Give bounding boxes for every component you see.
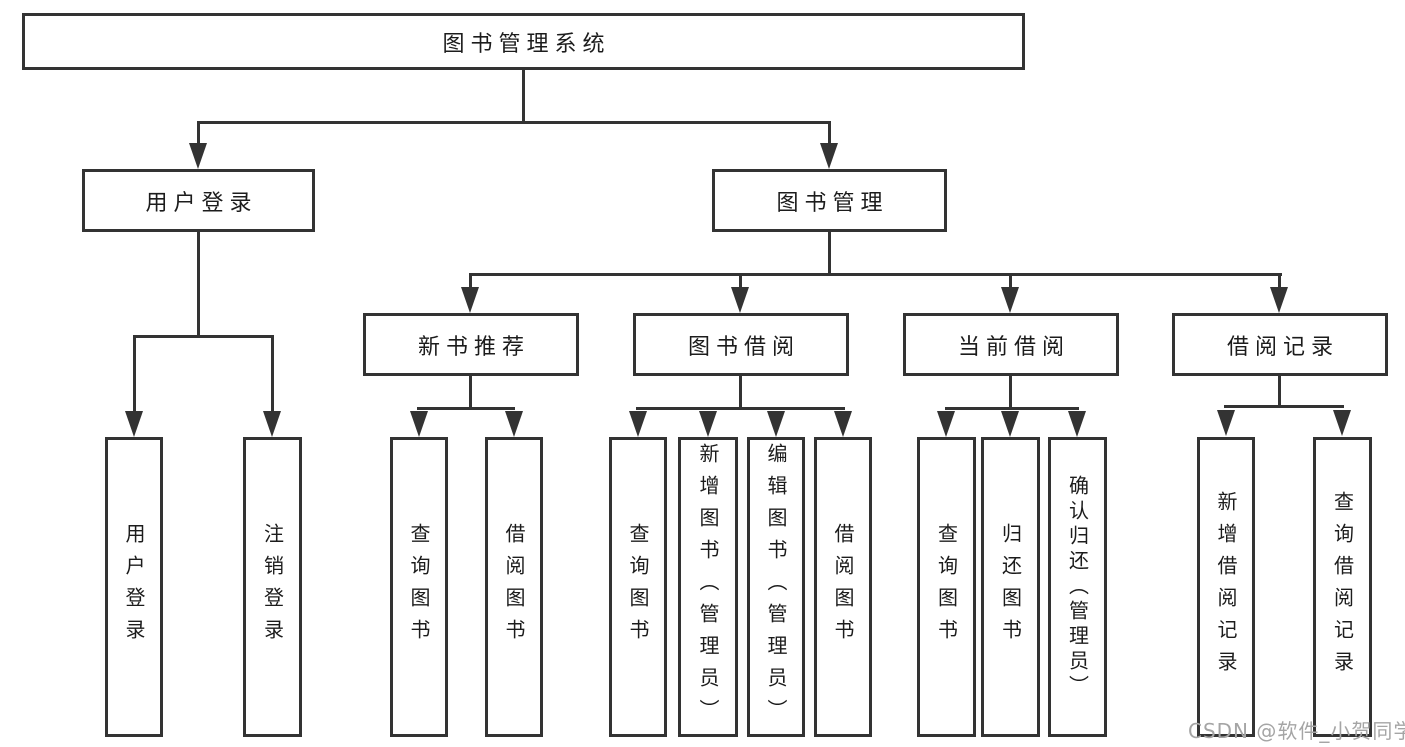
arrow-down [731,287,749,313]
node-label: 借阅图书 [502,523,526,651]
arrow-down [820,143,838,169]
node-label: 查询图书 [407,523,431,651]
node-edit-books-admin: 编辑图书（管理员） [747,437,805,737]
node-add-borrow-record: 新增借阅记录 [1197,437,1255,737]
node-label: 编辑图书（管理员） [764,443,788,731]
arrow-down [1333,410,1351,436]
node-label: 用户登录 [122,523,146,651]
arrow-down [699,411,717,437]
connector-currentborrow-branch [945,407,1079,410]
node-confirm-return-admin: 确认归还（管理员） [1048,437,1107,737]
node-label: 注销登录 [260,523,285,651]
node-label: 当前借阅 [957,334,1070,360]
node-query-books-current: 查询图书 [917,437,976,737]
node-label: 归还图书 [998,523,1023,651]
node-label: 新增图书（管理员） [696,443,720,731]
node-user-login-action: 用户登录 [105,437,163,737]
arrow-down [1001,287,1019,313]
node-label: 查询借阅记录 [1330,491,1355,683]
connector-currentborrow-trunk [1009,376,1012,410]
arrow-down [767,411,785,437]
node-book-management: 图书管理 [712,169,947,232]
connector-stub [1278,273,1281,289]
connector-userlogin-branch [133,335,274,338]
connector-stub [1009,273,1012,289]
node-logout-action: 注销登录 [243,437,302,737]
connector-userlogin-trunk [197,232,200,336]
node-label: 查询图书 [934,523,959,651]
connector-bookborrow-branch [636,407,845,410]
connector-root-trunk [522,70,525,121]
node-add-books-admin: 新增图书（管理员） [678,437,738,737]
node-label: 借阅图书 [831,523,855,651]
node-user-login: 用户登录 [82,169,315,232]
arrow-down [937,411,955,437]
node-label: 图书管理 [776,190,889,216]
arrow-down [263,411,281,437]
node-label: 图书借阅 [687,334,800,360]
connector-bookborrow-trunk [739,376,742,410]
node-library-system: 图书管理系统 [22,13,1025,70]
connector-stub [469,273,472,289]
arrow-down [410,411,428,437]
connector-stub [828,121,831,145]
arrow-down [834,411,852,437]
connector-bookmgmt-branch [469,273,1282,276]
node-borrow-books-recommend: 借阅图书 [485,437,543,737]
arrow-down [1270,287,1288,313]
arrow-down [125,411,143,437]
node-borrowing-records: 借阅记录 [1172,313,1388,376]
arrow-down [461,287,479,313]
node-query-books-borrowing: 查询图书 [609,437,667,737]
node-return-books: 归还图书 [981,437,1040,737]
node-label: 借阅记录 [1226,334,1339,360]
arrow-down [189,143,207,169]
arrow-down [629,411,647,437]
connector-stub [197,121,200,145]
node-borrow-books-action: 借阅图书 [814,437,872,737]
node-label: 用户登录 [145,190,258,216]
node-label: 新书推荐 [417,334,530,360]
node-label: 查询图书 [626,523,650,651]
connector-newbook-trunk [469,376,472,410]
node-new-book-recommend: 新书推荐 [363,313,579,376]
connector-newbook-branch [417,407,515,410]
node-label: 新增借阅记录 [1214,491,1238,683]
arrow-down [1001,411,1019,437]
node-label: 确认归还（管理员） [1065,474,1090,700]
arrow-down [1217,410,1235,436]
csdn-watermark: CSDN @软件_小贺同学 [1188,719,1405,743]
connector-stub [739,273,742,289]
arrow-down [505,411,523,437]
connector-stub [271,335,274,413]
node-query-borrow-record: 查询借阅记录 [1313,437,1372,737]
node-query-books-recommend: 查询图书 [390,437,448,737]
connector-borrowrecords-trunk [1278,376,1281,408]
connector-root-branch [197,121,831,124]
node-label: 图书管理系统 [442,31,611,57]
node-book-borrowing: 图书借阅 [633,313,849,376]
connector-borrowrecords-branch [1224,405,1344,408]
node-current-borrowing: 当前借阅 [903,313,1119,376]
arrow-down [1068,411,1086,437]
connector-stub [133,335,136,413]
connector-bookmgmt-trunk [828,232,831,276]
